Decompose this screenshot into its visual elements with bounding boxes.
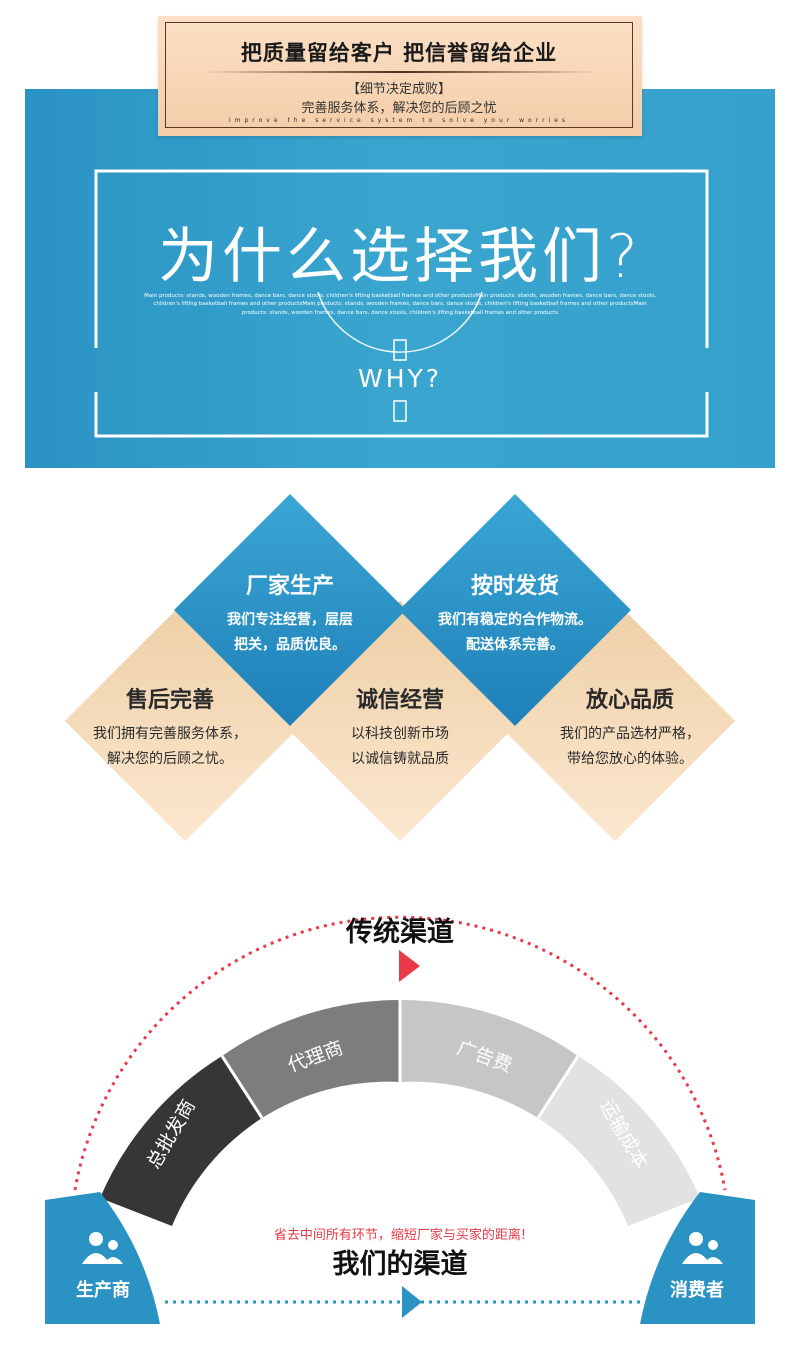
feature-title: 厂家生产	[245, 574, 334, 599]
consumer-label: 消费者	[670, 1280, 724, 1301]
slogan-subtitle: 完善服务体系，解决您的后顾之忧	[301, 101, 497, 116]
why-english-text: Main products: stands, wooden frames, da…	[144, 293, 656, 316]
feature-line: 把关，品质优良。	[234, 637, 346, 653]
feature-line: 以诚信铸就品质	[351, 751, 449, 767]
slogan-bracket: 【细节决定成败】	[346, 82, 451, 97]
why-word: WHY?	[357, 364, 443, 393]
channel-tagline: 省去中间所有环节，缩短厂家与买家的距离!	[273, 1228, 527, 1243]
why-panel	[25, 89, 775, 468]
slogan-english: improve the service system to solve your…	[228, 117, 570, 124]
traditional-arc	[73, 915, 727, 1191]
feature-line: 我们有稳定的合作物流。	[438, 612, 592, 628]
feature-line: 解决您的后顾之忧。	[107, 751, 233, 767]
segment-wholesaler	[100, 1056, 262, 1226]
feature-title: 放心品质	[585, 688, 674, 713]
feature-line: 以科技创新市场	[351, 726, 449, 742]
slogan-divider	[200, 71, 600, 73]
feature-line: 配送体系完善。	[466, 637, 564, 653]
producer-label: 生产商	[76, 1280, 130, 1301]
traditional-channel-title: 传统渠道	[346, 917, 454, 948]
feature-line: 我们的产品选材严格，	[560, 726, 700, 742]
segment-agent	[222, 999, 400, 1118]
feature-shipping: 按时发货 我们有稳定的合作物流。 配送体系完善。	[415, 568, 615, 658]
feature-title: 售后完善	[125, 688, 214, 713]
feature-line: 我们专注经营，层层	[227, 612, 353, 628]
why-frame	[94, 169, 709, 438]
slogan-title: 把质量留给客户 把信誉留给企业	[240, 41, 558, 65]
feature-aftersales: 售后完善 我们拥有完善服务体系， 解决您的后顾之忧。	[70, 682, 270, 772]
feature-quality: 放心品质 我们的产品选材严格， 带给您放心的体验。	[530, 682, 730, 772]
feature-title: 诚信经营	[355, 688, 444, 713]
slogan-frame: 把质量留给客户 把信誉留给企业 【细节决定成败】 完善服务体系，解决您的后顾之忧…	[165, 22, 633, 128]
segment-shipping-cost	[538, 1056, 700, 1226]
why-title: 为什么选择我们?	[158, 222, 642, 292]
feature-line: 带给您放心的体验。	[567, 751, 693, 767]
slogan-card: 把质量留给客户 把信誉留给企业 【细节决定成败】 完善服务体系，解决您的后顾之忧…	[158, 16, 642, 136]
feature-integrity: 诚信经营 以科技创新市场 以诚信铸就品质	[300, 682, 500, 772]
segment-ad-fee	[400, 999, 578, 1118]
consumer-people-icon	[682, 1232, 723, 1264]
feature-factory: 厂家生产 我们专注经营，层层 把关，品质优良。	[190, 568, 390, 658]
channels-diagram	[45, 915, 755, 1324]
producer-people-icon	[82, 1232, 123, 1264]
our-channel-title: 我们的渠道	[332, 1249, 468, 1280]
feature-title: 按时发货	[470, 574, 559, 599]
feature-line: 我们拥有完善服务体系，	[93, 726, 247, 742]
traditional-arrow-icon	[399, 950, 420, 982]
our-channel-arrow-icon	[402, 1286, 422, 1318]
